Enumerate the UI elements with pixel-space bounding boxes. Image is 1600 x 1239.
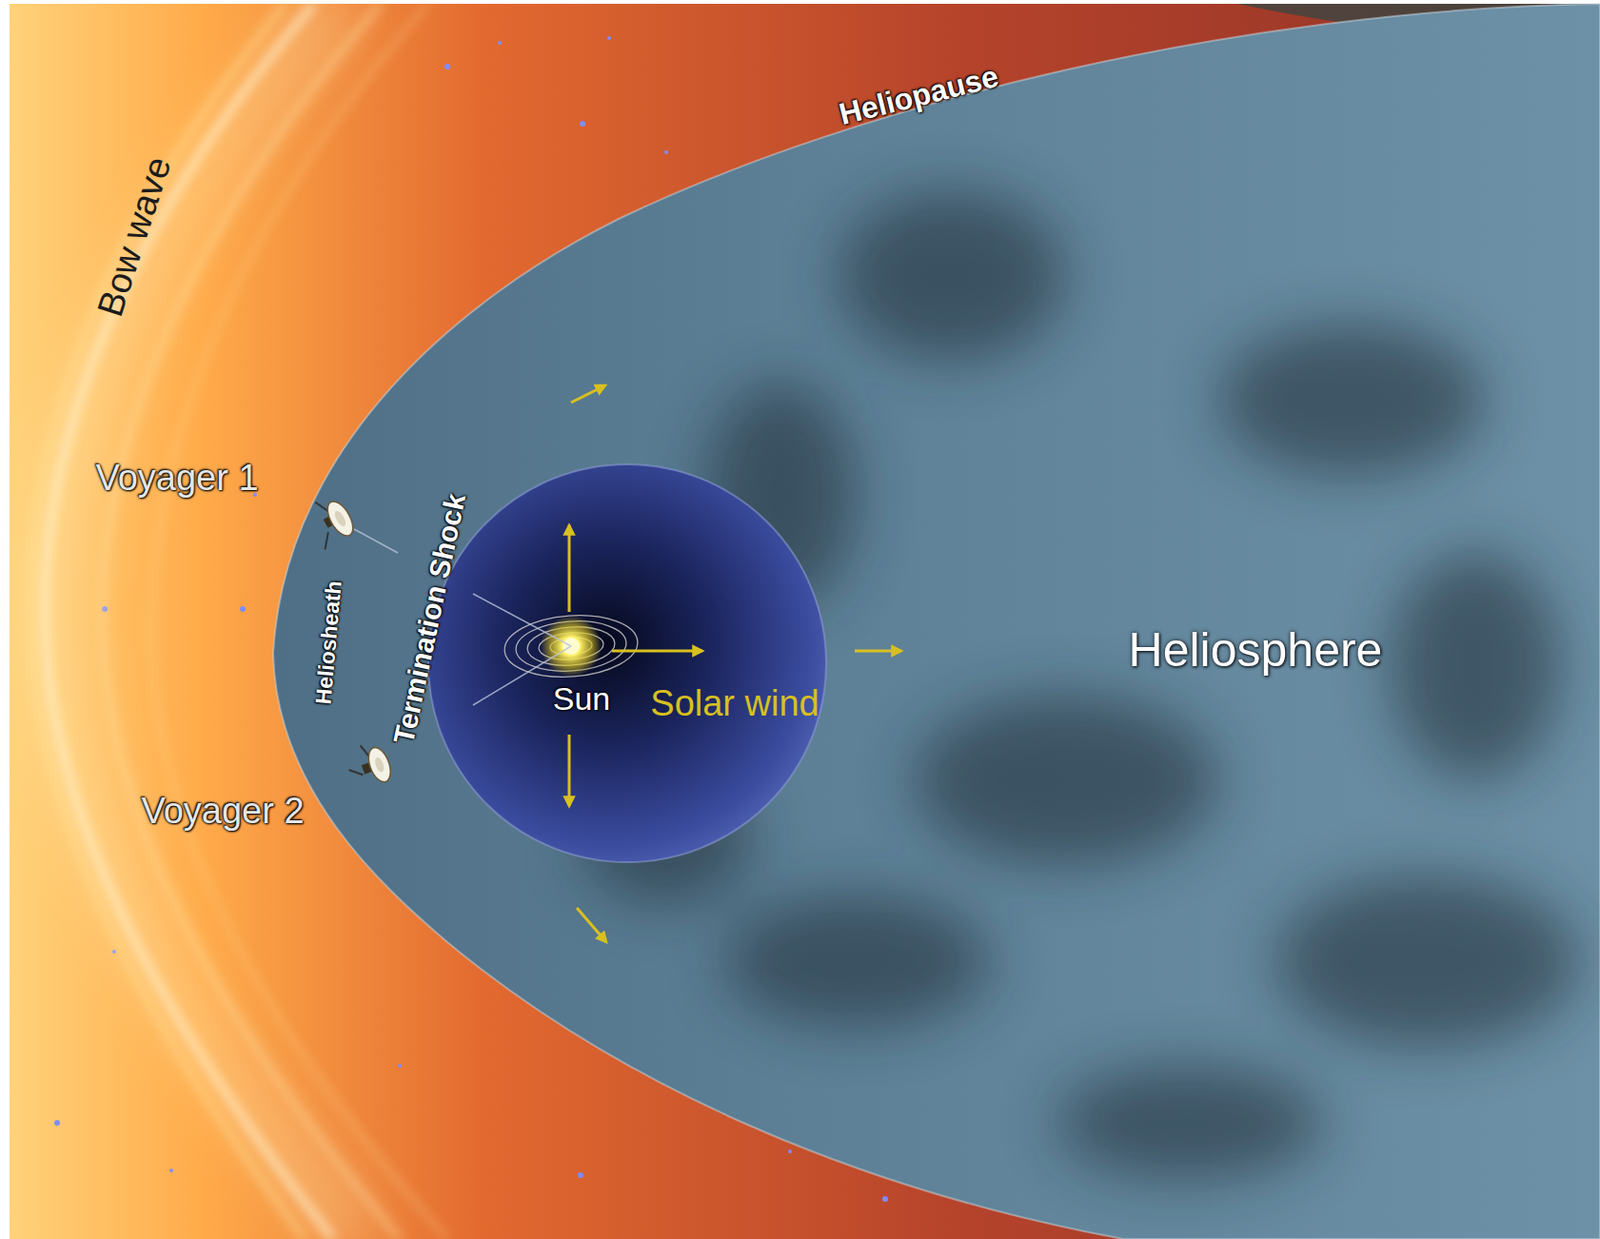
voyager-trajectories [354,529,572,706]
space-background [9,3,1600,1239]
sun-label: Sun [553,680,612,718]
voyager-2-spacecraft [342,738,396,793]
voyager-1-spacecraft [301,491,358,551]
heliosphere-label: Heliosphere [1128,623,1383,679]
heliosphere-region [273,3,1600,1239]
voyager-1-label: Voyager 1 [95,457,258,500]
termination-shock-sphere [428,464,827,863]
solar-wind-label: Solar wind [650,683,819,726]
voyager-2-label: Voyager 2 [140,790,304,833]
solar-wind-arrows [569,385,902,943]
heliosphere-mottling [580,190,1581,1181]
